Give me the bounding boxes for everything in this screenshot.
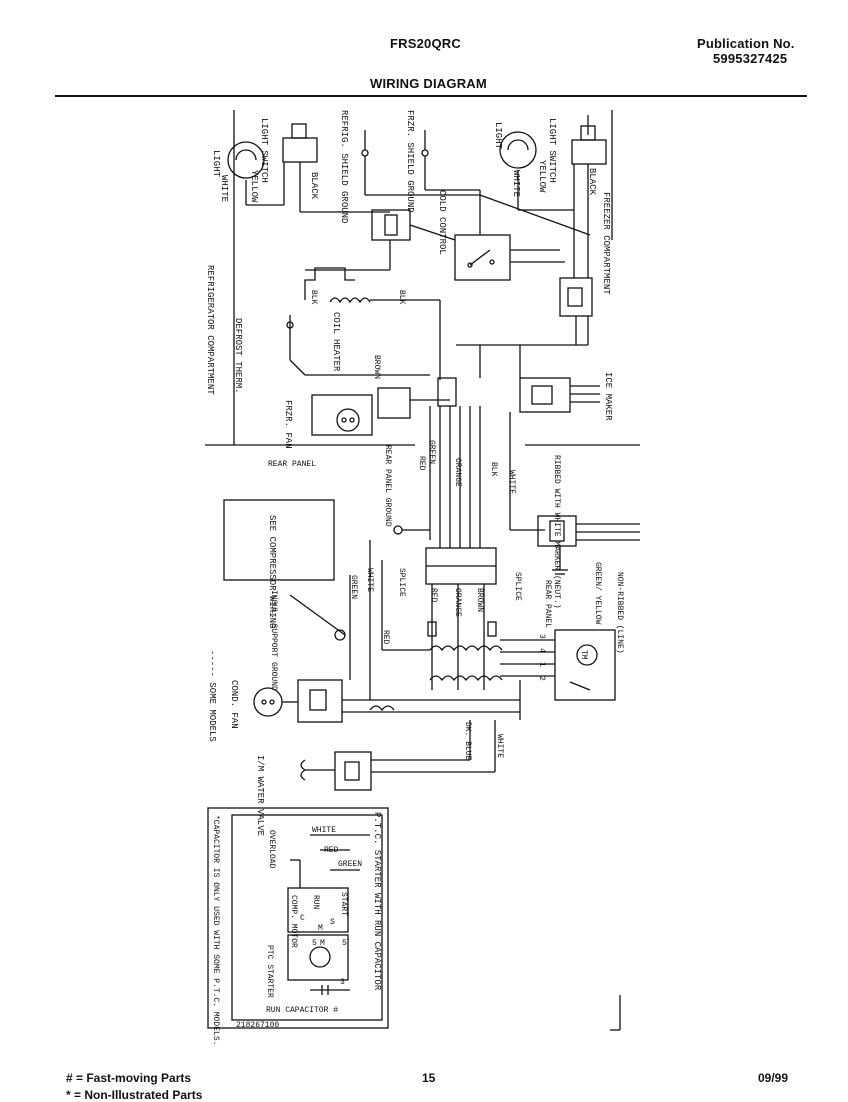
label-splice-1: SPLICE [397,568,406,597]
compartment-outlines [205,110,640,446]
defrost-circuit [286,240,441,380]
label-right-white: WHITE [511,170,521,197]
label-right-light-switch: LIGHT SWITCH [547,118,557,183]
ptc-inset [207,807,389,1029]
main-harness [429,344,600,548]
model-number: FRS20QRC [390,36,461,51]
label-refrigerator-compartment: REFRIGERATOR COMPARTMENT [205,265,215,395]
label-ptc-s: S [330,918,335,927]
label-green-2: GREEN [349,575,358,599]
label-white-3: WHITE [495,734,504,758]
label-left-black: BLACK [309,172,319,200]
label-ptc-white: WHITE [312,826,336,835]
label-tm-2: 2 [537,676,546,681]
label-ptc-m2: M [320,939,325,948]
label-splice-2: SPLICE [513,572,522,601]
condenser-fan [253,540,521,723]
label-ptc-starter: PTC STARTER [265,945,274,998]
label-wire-red: RED [417,456,426,471]
label-ptc-5a: 5 [312,939,317,948]
date-code: 09/99 [758,1071,789,1085]
label-ptc-start: START [339,892,348,916]
label-ice-maker: ICE MAKER [603,372,613,421]
wire-loops [369,645,503,712]
label-ptc-3: 3 [340,978,345,987]
label-wire-orange: ORANGE [453,458,462,487]
label-ptc-run: RUN [311,895,320,910]
label-refrig-shield: REFRIG. SHIELD GROUND [339,110,349,223]
publication-label: Publication No. [697,36,795,51]
label-red-3: RED [381,630,390,645]
label-tm-3: 3 [537,634,546,639]
label-insul-support: INSUL. SUPPORT GROUND [269,590,278,691]
label-orange-2: ORANGE [453,588,462,617]
label-freezer-compartment: FREEZER COMPARTMENT [601,192,611,295]
label-run-capacitor: RUN CAPACITOR # [266,1006,338,1015]
publication-number: 5995327425 [713,51,788,66]
label-right-black: BLACK [587,168,597,196]
label-frzr-fan: FRZR. FAN [283,400,293,449]
label-white-2: WHITE [365,568,374,592]
label-right-light: LIGHT [493,122,503,150]
defrost-timer [500,629,616,701]
label-capacitor-note: *CAPACITOR IS ONLY USED WITH SOME P.T.C.… [211,815,220,1045]
compressor-box [223,499,335,581]
label-tm: TM [579,650,588,660]
label-tm-4: 4 [537,648,546,653]
label-blk-1: BLK [309,290,318,305]
label-left-light: LIGHT [211,150,221,178]
label-tm-1: 1 [537,662,546,667]
right-light-assembly [499,125,607,211]
label-see-compressor: SEE COMPRESSOR WIRING [267,515,277,628]
label-ptc-comp-motor: COMP. MOTOR [289,895,298,948]
label-ptc-red: RED [324,846,339,855]
terminal-block [425,547,497,690]
label-ptc-c: C [300,914,305,923]
header-rule [55,95,807,97]
label-left-light-switch: LIGHT SWITCH [259,118,269,183]
legend-non-illustrated: * = Non-Illustrated Parts [66,1088,203,1102]
label-part-number: 218267100 [236,1021,279,1030]
label-red-2: RED [429,588,438,603]
label-cold-control: COLD CONTROL [437,190,447,255]
label-rear-panel-2: REAR PANEL [543,580,552,628]
label-wire-white: WHITE [507,470,516,494]
label-cond-fan: COND. FAN [229,680,239,729]
shield-grounds [361,130,480,196]
label-coil-heater: COIL HEATER [331,312,341,372]
water-valve [300,720,496,791]
freezer-fan [311,387,450,436]
label-wire-blk: BLK [489,462,498,477]
label-ptc-title: P.T.C. STARTER WITH RUN CAPACITOR [372,812,382,991]
label-ptc-green: GREEN [338,860,362,869]
label-brown: BROWN [372,355,381,379]
label-defrost-therm: DEFROST THERM. [233,318,243,394]
label-ribbed-white: RIBBED WITH WHITE MARKER (NEUT.) [552,455,561,609]
label-rear-panel: REAR PANEL [268,460,316,469]
label-non-ribbed: NON-RIBBED (LINE) [615,572,624,654]
page-number: 15 [422,1071,436,1085]
label-ptc-overload: OVERLOAD [267,830,276,869]
label-dk-blue: DK. BLUE [463,722,472,761]
label-brown-2: BROWN [475,588,484,612]
rear-panel-ground [393,515,640,575]
label-right-yellow: YELLOW [537,160,547,193]
legend-fast-moving: # = Fast-moving Parts [66,1071,192,1085]
label-some-models: ----- SOME MODELS [207,650,217,742]
label-ptc-5b: 5 [342,939,347,948]
left-light-assembly [227,123,390,213]
label-rear-panel-ground: REAR PANEL GROUND [383,445,392,527]
label-blk-2: BLK [397,290,406,305]
label-ptc-m: M [318,924,323,933]
label-green-yellow: GREEN/ YELLOW [593,562,602,625]
label-left-white: WHITE [219,175,229,202]
label-left-yellow: YELLOW [249,170,259,203]
label-wire-green: GREEN [427,440,436,464]
page-title: WIRING DIAGRAM [370,76,487,91]
label-frzr-shield: FRZR. SHIELD GROUND [405,110,415,213]
label-water-valve: I/M WATER VALVE [255,755,265,836]
connector-blocks [371,190,593,345]
